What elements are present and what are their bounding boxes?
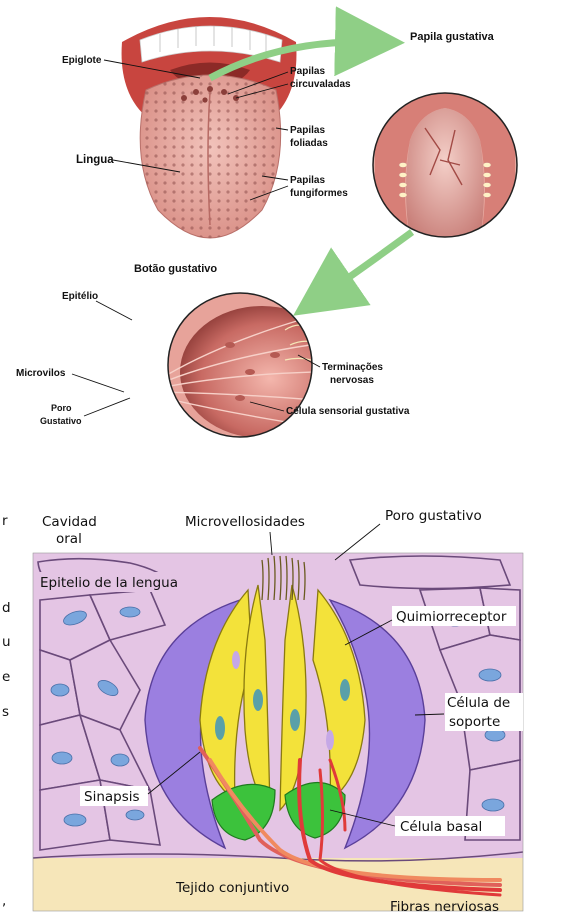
label-epiglote: Epiglote: [62, 55, 102, 66]
label-poro-gustativo: Poro gustativo: [385, 508, 482, 524]
label-cavidad-2: oral: [56, 531, 82, 547]
label-celula-sensorial: Célula sensorial gustativa: [286, 406, 410, 417]
label-lingua: Lingua: [76, 154, 114, 166]
margin-fragment: r: [2, 513, 8, 529]
label-fibras-nerviosas: Fibras nerviosas: [390, 899, 499, 915]
label-celula-soporte-1: Célula de: [447, 695, 510, 711]
margin-fragment: d: [2, 600, 11, 616]
label-papilas-fungiformes-2: fungiformes: [290, 188, 348, 199]
label-poro-2: Gustativo: [40, 416, 82, 426]
label-papilas-circunvaladas-1: Papilas: [290, 66, 325, 77]
label-microvilos: Microvilos: [16, 368, 66, 379]
label-epitelio-lengua: Epitelio de la lengua: [40, 575, 178, 591]
label-quimiorreceptor: Quimiorreceptor: [396, 609, 507, 625]
label-papilas-circunvaladas-2: circuvaladas: [290, 79, 351, 90]
label-papilas-foliadas-2: foliadas: [290, 138, 328, 149]
label-papilas-fungiformes-1: Papilas: [290, 175, 325, 186]
label-epitelio: Epitélio: [62, 291, 98, 302]
label-papilas-foliadas-1: Papilas: [290, 125, 325, 136]
margin-text-fragments: r d u e s ,: [2, 513, 11, 909]
label-microvellosidades: Microvellosidades: [185, 514, 305, 530]
margin-fragment: ,: [2, 893, 6, 909]
arrow-to-bud: [322, 232, 412, 296]
botao-gustativo-illustration: [140, 290, 344, 440]
label-sinapsis: Sinapsis: [84, 789, 140, 805]
label-cavidad-1: Cavidad: [42, 514, 97, 530]
bud-title: Botão gustativo: [134, 263, 217, 275]
label-tejido-conjuntivo: Tejido conjuntivo: [175, 880, 289, 896]
papila-title: Papila gustativa: [410, 31, 495, 43]
margin-fragment: s: [2, 704, 9, 720]
margin-fragment: u: [2, 634, 11, 650]
label-terminacoes-1: Terminações: [322, 362, 383, 373]
label-celula-soporte-2: soporte: [449, 714, 500, 730]
label-celula-basal: Célula basal: [400, 819, 482, 835]
label-poro-1: Poro: [51, 403, 72, 413]
papila-gustativa-illustration: [370, 90, 520, 240]
margin-fragment: e: [2, 669, 10, 685]
label-terminacoes-2: nervosas: [330, 375, 374, 386]
